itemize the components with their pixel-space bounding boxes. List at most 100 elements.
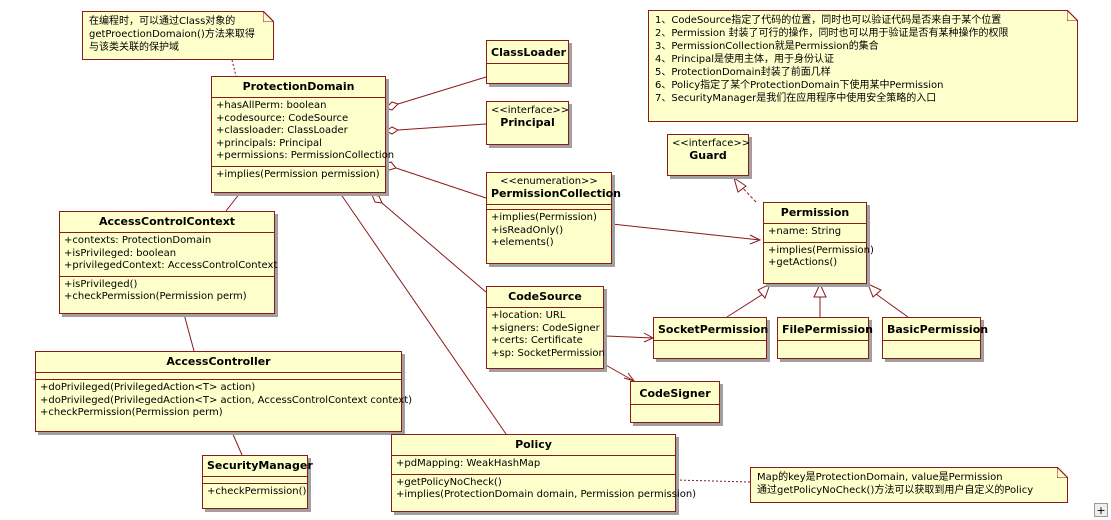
class-stereotype: <<enumeration>>	[500, 176, 598, 187]
class-name: ProtectionDomain	[242, 80, 355, 93]
class-name: FilePermission	[782, 323, 873, 336]
operation: +getPolicyNoCheck()	[396, 476, 502, 488]
class-header: CodeSigner	[631, 382, 719, 405]
operation: +doPrivileged(PrivilegedAction<T> action…	[40, 382, 256, 393]
class-access-controller[interactable]: AccessController +doPrivileged(Privilege…	[35, 351, 413, 432]
gen-triangle-file	[813, 282, 827, 298]
class-name: SecurityManager	[207, 459, 313, 472]
attribute: +codesource: CodeSource	[216, 112, 349, 124]
class-permission-collection[interactable]: <<enumeration>> PermissionCollection +im…	[486, 172, 622, 264]
class-guard[interactable]: <<interface>> Guard	[667, 134, 751, 176]
attribute: +isPrivileged: boolean	[64, 247, 177, 259]
class-header: Permission	[764, 203, 866, 224]
class-name: CodeSigner	[639, 387, 711, 400]
class-name: ClassLoader	[491, 46, 567, 59]
gen-triangle-socket	[757, 282, 771, 299]
operation: +isPrivileged()	[64, 278, 138, 290]
note-line: 4、Principal是使用主体，用于身份认证	[655, 54, 834, 65]
attributes-compartment	[36, 373, 401, 380]
note-policy-map[interactable]: Map的key是ProtectionDomain, value是Permissi…	[750, 467, 1068, 503]
class-header: ClassLoader	[487, 41, 568, 64]
class-header: BasicPermission	[883, 318, 989, 341]
class-security-manager[interactable]: SecurityManager +checkPermission()	[202, 455, 313, 509]
note-line: 3、PermissionCollection就是Permission的集合	[655, 41, 879, 52]
attribute: +contexts: ProtectionDomain	[64, 235, 212, 246]
operation: +elements()	[491, 237, 554, 248]
class-header: Policy	[392, 435, 675, 456]
class-class-loader[interactable]: ClassLoader	[486, 40, 569, 84]
class-code-signer[interactable]: CodeSigner	[630, 381, 720, 423]
class-header: ProtectionDomain	[212, 77, 385, 98]
note-line: 5、ProtectionDomain封装了前面几样	[655, 67, 831, 78]
aggregation-diamond-codesource	[371, 194, 383, 204]
attributes-compartment: +contexts: ProtectionDomain +isPrivilege…	[60, 233, 278, 277]
class-socket-permission[interactable]: SocketPermission	[653, 317, 769, 359]
class-name: CodeSource	[508, 290, 582, 303]
operation: +implies(Permission permission)	[216, 168, 380, 180]
attribute: +privilegedContext: AccessControlContext	[64, 260, 278, 271]
attribute: +signers: CodeSigner	[491, 322, 600, 334]
edge-pd-principal	[397, 123, 487, 131]
class-policy[interactable]: Policy +pdMapping: WeakHashMap +getPolic…	[391, 434, 697, 512]
note-summary[interactable]: 1、CodeSource指定了代码的位置，同时也可以验证代码是否来自于某个位置 …	[648, 10, 1078, 122]
operation: +checkPermission()	[207, 486, 307, 497]
attribute: +location: URL	[491, 310, 566, 321]
class-name: BasicPermission	[887, 323, 989, 336]
attribute: +certs: Certificate	[491, 335, 583, 346]
class-name: Principal	[500, 116, 555, 129]
edge-basic-permission	[875, 293, 909, 318]
edge-codesource-socketpermission	[605, 335, 654, 339]
edge-pd-classloader	[397, 76, 487, 105]
edge-pd-permissioncollection	[395, 167, 487, 199]
operation: +checkPermission(Permission perm)	[64, 291, 247, 302]
note-fold-icon	[1067, 10, 1078, 21]
class-code-source[interactable]: CodeSource +location: URL +signers: Code…	[486, 286, 605, 369]
class-permission[interactable]: Permission +name: String +implies(Permis…	[763, 202, 874, 284]
operation: +doPrivileged(PrivilegedAction<T> action…	[40, 394, 413, 406]
note-fold-icon	[263, 11, 274, 22]
class-name: AccessController	[166, 355, 271, 368]
attributes-compartment: +name: String	[764, 224, 866, 243]
note-line: 6、Policy指定了某个ProtectionDomain下使用某中Permis…	[655, 80, 944, 91]
edge-pd-accesscontrolcontext	[225, 192, 241, 212]
operation: +implies(ProtectionDomain domain, Permis…	[396, 489, 697, 500]
operation: +checkPermission(Permission perm)	[40, 407, 223, 418]
class-basic-permission[interactable]: BasicPermission	[882, 317, 989, 359]
class-header: SocketPermission	[654, 318, 769, 341]
attributes-compartment: +location: URL +signers: CodeSigner +cer…	[487, 308, 605, 363]
aggregation-diamond-principal	[385, 126, 399, 135]
class-header: <<enumeration>> PermissionCollection	[487, 173, 622, 205]
class-access-control-context[interactable]: AccessControlContext +contexts: Protecti…	[59, 211, 278, 314]
expand-canvas-button[interactable]: +	[1094, 503, 1108, 517]
note-line: 与该类关联的保护域	[89, 42, 179, 53]
class-header: AccessController	[36, 352, 401, 373]
class-file-permission[interactable]: FilePermission	[777, 317, 873, 359]
gen-triangle-basic	[867, 283, 882, 298]
attribute: +classloader: ClassLoader	[216, 125, 348, 136]
note-line: 在编程时，可以通过Class对象的	[89, 16, 236, 27]
realization-triangle-guard	[733, 176, 747, 193]
class-header: <<interface>> Principal	[487, 102, 569, 133]
attribute: +sp: SocketPermission	[491, 347, 605, 359]
class-header: FilePermission	[778, 318, 873, 341]
edge-pd-codesource	[381, 202, 487, 293]
class-principal[interactable]: <<interface>> Principal	[486, 101, 569, 145]
operation: +getActions()	[768, 257, 838, 268]
class-protection-domain[interactable]: ProtectionDomain +hasAllPerm: boolean +c…	[211, 76, 394, 193]
attributes-compartment	[487, 205, 611, 210]
edge-socket-permission	[726, 293, 764, 318]
note-line: 通过getPolicyNoCheck()方法可以获取到用户自定义的Policy	[757, 485, 1034, 496]
arrowhead-codesigner	[623, 372, 636, 382]
class-name: SocketPermission	[658, 323, 769, 336]
aggregation-diamond-permissioncollection	[383, 161, 397, 171]
note-class-object[interactable]: 在编程时，可以通过Class对象的 getProectionDomaion()方…	[82, 11, 274, 60]
attribute: +principals: Principal	[216, 137, 322, 149]
class-name: Guard	[689, 149, 727, 162]
note-anchor-classobject	[231, 59, 237, 77]
operation: +isReadOnly()	[491, 224, 564, 236]
edge-permissioncollection-permission	[611, 223, 761, 241]
class-stereotype: <<interface>>	[672, 138, 751, 149]
class-name: PermissionCollection	[491, 187, 622, 200]
class-name: Policy	[515, 438, 552, 451]
operation: +implies(Permission)	[491, 212, 597, 223]
